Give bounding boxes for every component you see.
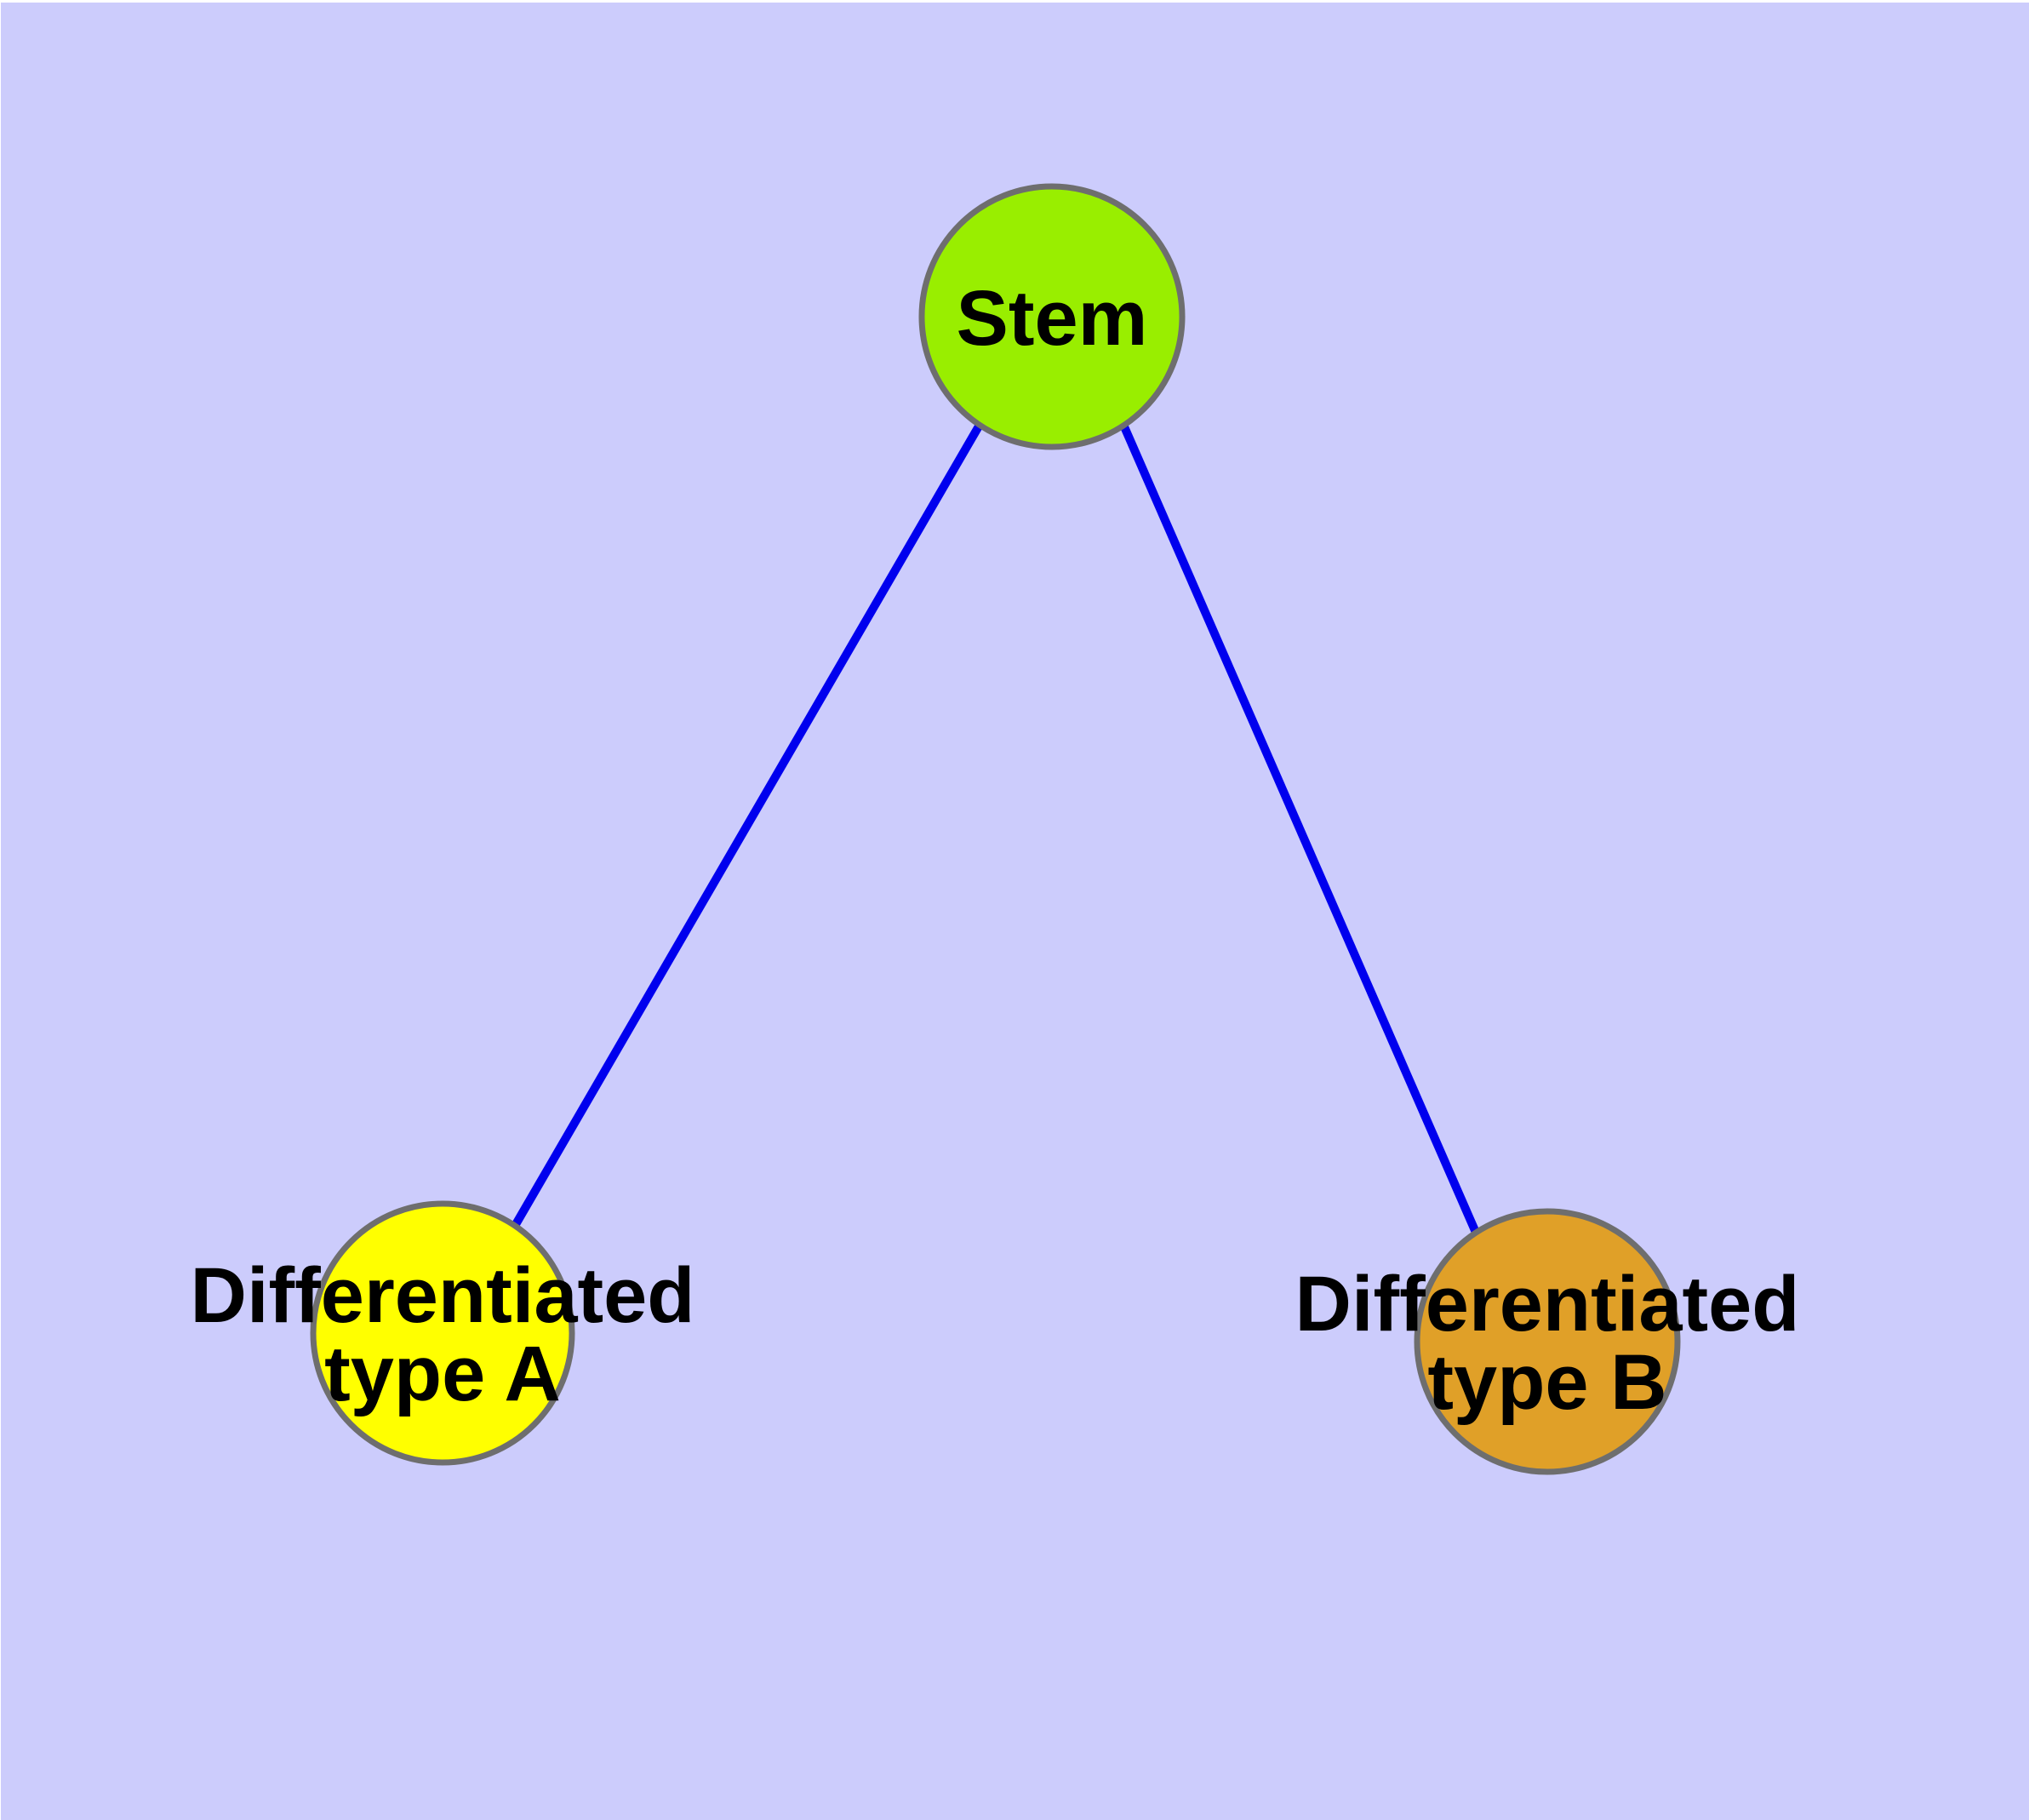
- node-label-line: Differentiated: [1295, 1261, 1800, 1348]
- graph-node-diff_b[interactable]: [1414, 1208, 1681, 1475]
- node-label-line: Differentiated: [191, 1252, 695, 1339]
- node-label-line: Stem: [957, 275, 1148, 362]
- graph-node-stem[interactable]: [918, 183, 1186, 450]
- edges-layer: [511, 422, 1481, 1236]
- graph-edge[interactable]: [511, 422, 984, 1228]
- node-label-line: type B: [1427, 1339, 1666, 1426]
- node-label-stem: Stem: [957, 275, 1148, 362]
- graph-edge[interactable]: [1119, 423, 1481, 1236]
- node-label-line: type A: [324, 1331, 561, 1417]
- graph-node-diff_a[interactable]: [310, 1200, 575, 1466]
